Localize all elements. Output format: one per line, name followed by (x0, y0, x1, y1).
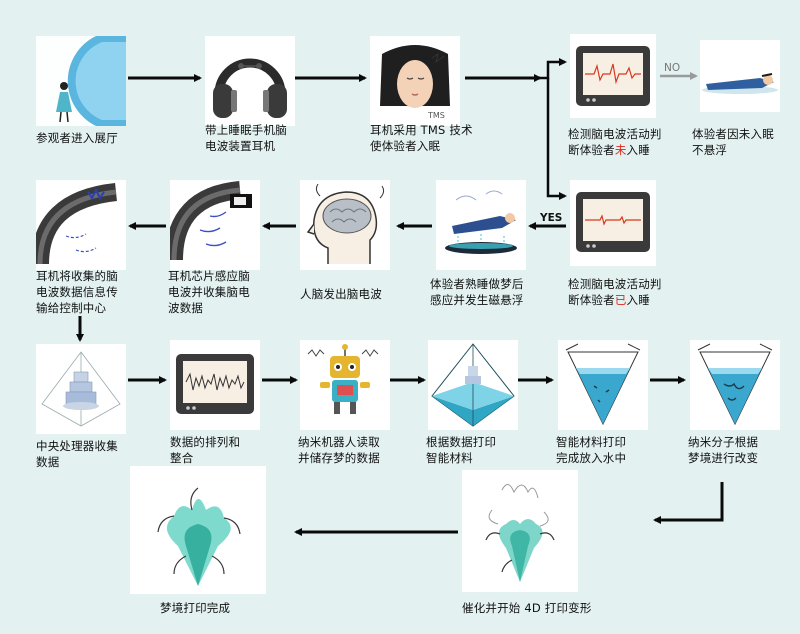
node-tms: TMS (370, 36, 460, 126)
label-robot: 纳米机器人读取 并储存梦的数据 (298, 435, 380, 465)
label-catalyze: 催化并开始 4D 打印变形 (462, 601, 592, 615)
lying-person-icon (700, 40, 780, 112)
asleep-mark: 已 (614, 293, 627, 307)
label-detect-yes: 检测脑电波活动判 断体验者已入睡 (568, 276, 662, 308)
label-detect-not: 检测脑电波活动判 断体验者未入睡 (568, 126, 662, 158)
morph-sculpture-icon (462, 470, 578, 592)
node-not-float (700, 40, 780, 112)
node-enter (36, 36, 126, 126)
chip-headphone-icon (170, 180, 260, 270)
nano-robot-icon (300, 340, 390, 430)
brain-head-icon (300, 180, 390, 270)
detect-yes-text: 检测脑电波活动判 断体验者 (568, 277, 662, 307)
eeg-monitor-icon (570, 34, 656, 118)
label-cpu: 中央处理器收集 数据 (36, 439, 118, 469)
node-detect-not (570, 34, 656, 118)
node-catalyze (462, 470, 578, 592)
morph-sculpture-icon (130, 466, 266, 594)
node-dream-float (436, 180, 526, 270)
eeg-monitor-icon (570, 180, 656, 266)
label-transmit: 耳机将收集的脑 电波数据信息传 输给控制中心 (36, 269, 118, 315)
label-nano-change: 纳米分子根据 梦境进行改变 (688, 435, 759, 465)
floating-sleeper-icon (436, 180, 526, 270)
node-brainwave (300, 180, 390, 270)
yes-branch-label: YES (540, 212, 563, 224)
node-robot (300, 340, 390, 430)
label-done: 梦境打印完成 (160, 601, 231, 615)
headphones-icon (205, 36, 295, 126)
label-enter: 参观者进入展厅 (36, 131, 118, 145)
transmit-headphone-icon (36, 180, 126, 270)
water-funnel-icon (558, 340, 648, 430)
label-brainwave: 人脑发出脑电波 (300, 287, 382, 301)
label-tms: 耳机采用 TMS 技术 使体验者入眠 (370, 123, 473, 153)
not-asleep-mark: 未 (614, 143, 627, 157)
node-print-material (428, 340, 518, 430)
cpu-pyramid-icon (36, 344, 126, 434)
detect-yes-suffix: 入睡 (626, 293, 650, 307)
tms-sleeper-icon: TMS (370, 36, 460, 126)
label-dream-float: 体验者熟睡做梦后 感应并发生磁悬浮 (430, 277, 524, 307)
detect-not-text: 检测脑电波活动判 断体验者 (568, 127, 662, 157)
node-chip (170, 180, 260, 270)
label-chip: 耳机芯片感应脑 电波并收集脑电 波数据 (168, 269, 250, 315)
node-detect-yes (570, 180, 656, 266)
no-branch-label: NO (664, 62, 681, 74)
label-headphones: 带上睡眠手机脑 电波装置耳机 (205, 123, 287, 153)
node-cpu (36, 344, 126, 434)
water-funnel-icon (690, 340, 780, 430)
node-done (130, 466, 266, 594)
node-sort (170, 340, 260, 430)
label-print-material: 根据数据打印 智能材料 (426, 435, 497, 465)
node-nano-change (690, 340, 780, 430)
label-not-float: 体验者因未入眠 不悬浮 (692, 127, 774, 157)
visitor-hall-icon (36, 36, 126, 126)
print-pyramid-icon (428, 340, 518, 430)
svg-text:TMS: TMS (427, 111, 445, 120)
label-into-water: 智能材料打印 完成放入水中 (556, 435, 627, 465)
node-headphones (205, 36, 295, 126)
node-into-water (558, 340, 648, 430)
detect-not-suffix: 入睡 (626, 143, 650, 157)
node-transmit (36, 180, 126, 270)
label-sort: 数据的排列和 整合 (170, 435, 241, 465)
eeg-monitor-icon (170, 340, 260, 430)
